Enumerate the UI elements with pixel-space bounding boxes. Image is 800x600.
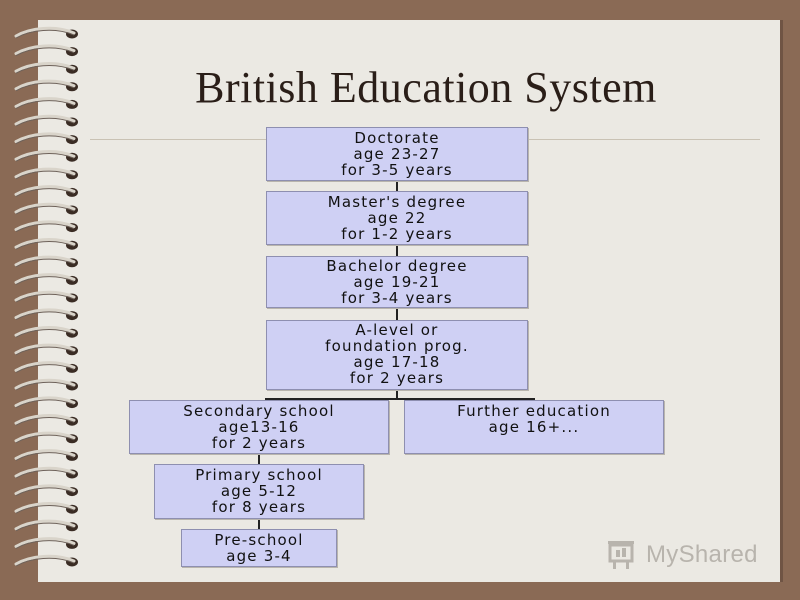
binding-ring [14, 378, 78, 391]
binding-ring [14, 484, 78, 497]
myshared-logo-icon [608, 541, 634, 569]
connector-primary-preschool [258, 519, 260, 529]
node-masters-line-1: Master's degree [327, 193, 467, 211]
node-alevel-line-1: A-level or [355, 321, 439, 339]
binding-ring [14, 519, 78, 532]
binding-ring [14, 502, 78, 514]
binding-ring [14, 449, 78, 461]
binding-ring [14, 414, 78, 426]
connector-alevel-stem [396, 390, 398, 400]
myshared-logo: MyShared [608, 538, 758, 572]
binding-ring [14, 97, 78, 109]
binding-ring [14, 220, 78, 233]
node-bachelor-line-2: age 19-21 [353, 273, 441, 291]
binding-ring [14, 185, 78, 197]
binding-ring [14, 361, 78, 373]
connector-masters-bachelor [396, 245, 398, 256]
binding-ring [14, 114, 78, 127]
connector-branch-further [533, 398, 535, 400]
connector-secondary-primary [258, 454, 260, 464]
node-secondary-line-1: Secondary school [183, 402, 335, 420]
page-title: British Education System [195, 63, 657, 112]
node-alevel-line-2: foundation prog. [325, 337, 469, 355]
binding-ring [14, 132, 78, 145]
node-alevel-line-4: for 2 years [349, 369, 445, 387]
connector-doctorate-masters [396, 181, 398, 191]
binding-ring [14, 343, 78, 356]
node-alevel: A-level or foundation prog. age 17-18 fo… [266, 320, 528, 390]
node-preschool: Pre-school age 3-4 [181, 529, 337, 567]
node-preschool-line-2: age 3-4 [226, 547, 292, 565]
connector-bachelor-alevel [396, 308, 398, 320]
binding-ring [14, 326, 78, 338]
node-alevel-line-3: age 17-18 [353, 353, 441, 371]
node-masters-line-2: age 22 [367, 209, 427, 227]
node-masters: Master's degree age 22 for 1-2 years [266, 191, 528, 245]
binding-ring [14, 554, 78, 567]
page-edge [780, 20, 783, 582]
node-bachelor-line-1: Bachelor degree [326, 257, 468, 275]
binding-ring [14, 396, 78, 409]
binding-ring [14, 26, 78, 39]
binding-ring [14, 150, 78, 162]
node-secondary-line-2: age13-16 [218, 418, 300, 436]
node-primary-line-3: for 8 years [211, 498, 307, 516]
binding-ring [14, 466, 78, 479]
binding-ring [14, 308, 78, 321]
node-masters-line-3: for 1-2 years [341, 225, 453, 243]
node-doctorate-line-1: Doctorate [354, 129, 440, 147]
binding-ring [14, 238, 78, 250]
binding-ring [14, 62, 78, 74]
binding-ring [14, 290, 78, 303]
binding-ring [14, 44, 78, 57]
connector-branch-horizontal [265, 398, 535, 400]
node-preschool-line-1: Pre-school [214, 531, 304, 549]
node-primary-line-2: age 5-12 [220, 482, 298, 500]
connector-branch-secondary [265, 398, 267, 400]
node-secondary: Secondary school age13-16 for 2 years [129, 400, 389, 454]
myshared-logo-text: MyShared [646, 541, 758, 568]
node-further-line-1: Further education [457, 402, 611, 420]
binding-ring [14, 255, 78, 268]
spiral-binding [14, 26, 78, 567]
node-bachelor: Bachelor degree age 19-21 for 3-4 years [266, 256, 528, 308]
binding-ring [14, 273, 78, 285]
binding-ring [14, 202, 78, 215]
node-doctorate-line-2: age 23-27 [353, 145, 441, 163]
node-further: Further education age 16+... [404, 400, 664, 454]
binding-ring [14, 431, 78, 444]
binding-ring [14, 537, 78, 549]
node-further-line-2: age 16+... [488, 418, 580, 436]
node-doctorate: Doctorate age 23-27 for 3-5 years [266, 127, 528, 181]
node-secondary-line-3: for 2 years [211, 434, 307, 452]
binding-ring [14, 79, 78, 92]
node-doctorate-line-3: for 3-5 years [341, 161, 453, 179]
node-bachelor-line-3: for 3-4 years [341, 289, 453, 307]
binding-ring [14, 167, 78, 180]
node-primary-line-1: Primary school [195, 466, 323, 484]
node-primary: Primary school age 5-12 for 8 years [154, 464, 364, 519]
